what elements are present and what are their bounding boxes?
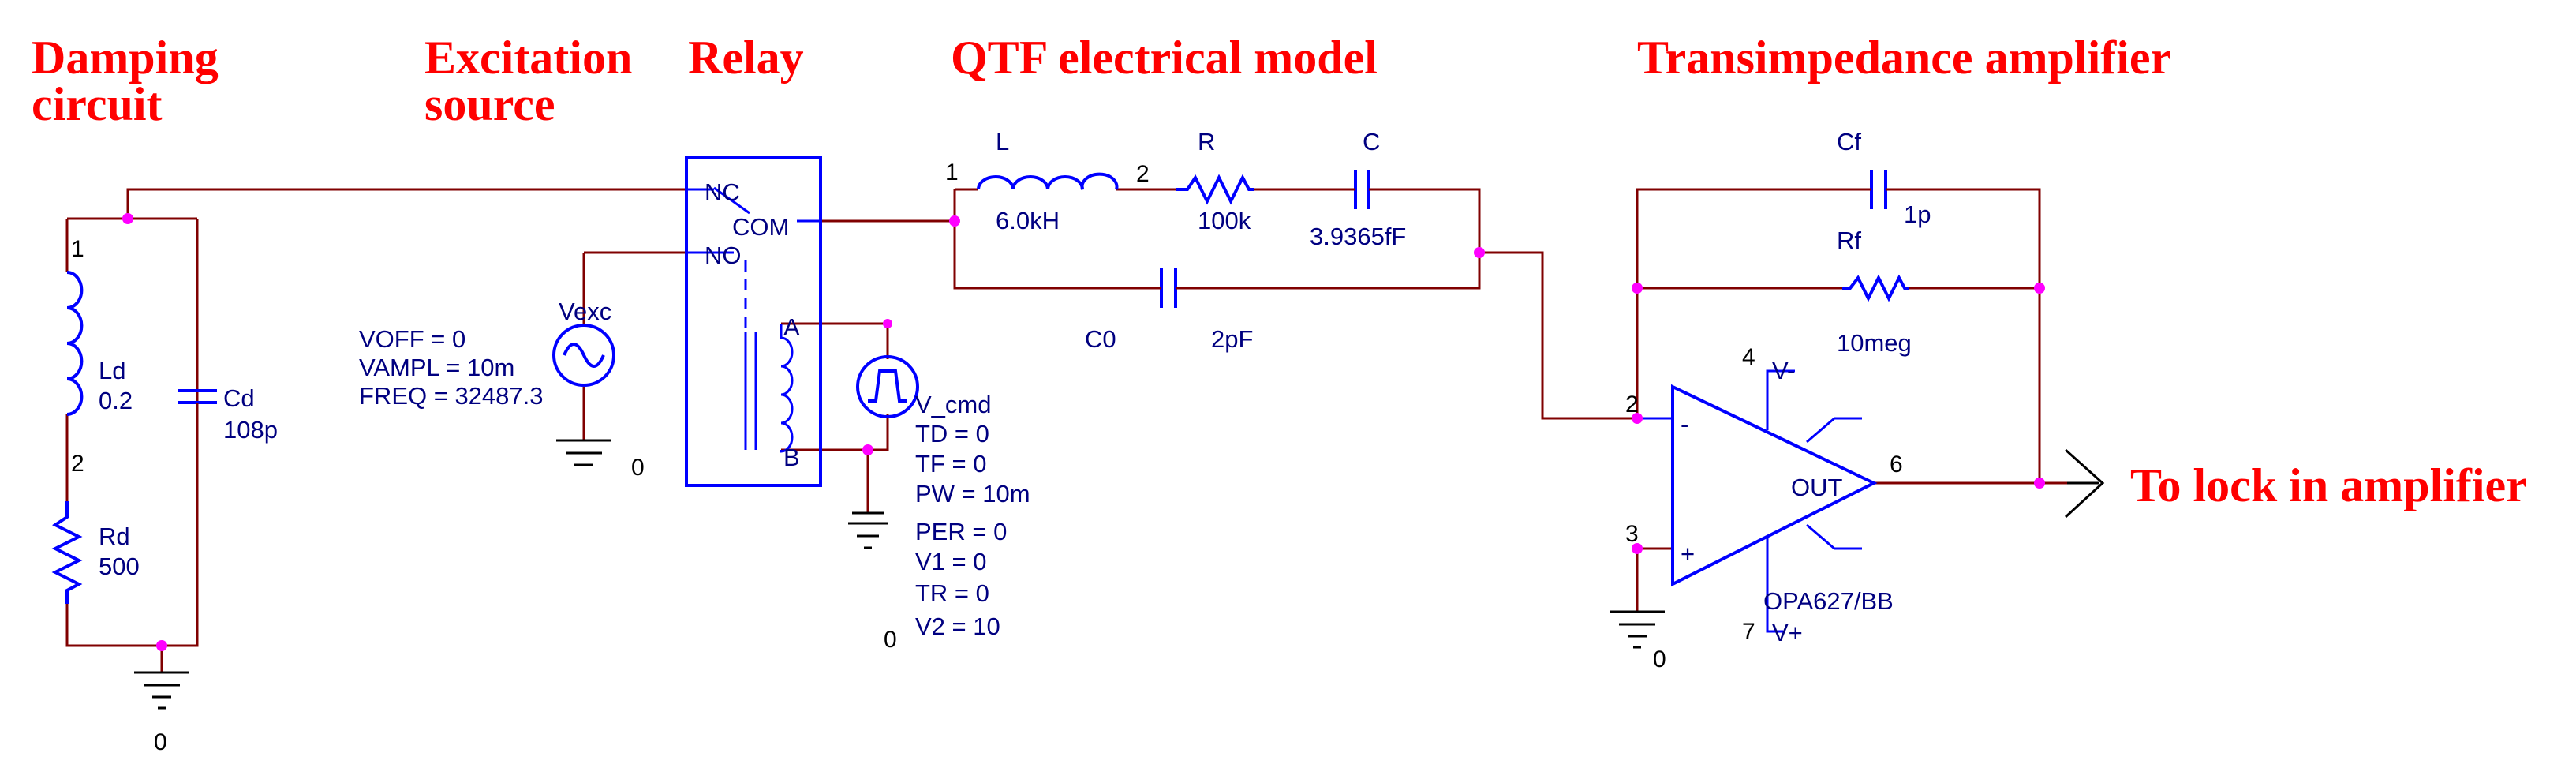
capacitor-cf-value: 1p [1904,200,1931,228]
pulse-vcmd-name: V_cmd [915,391,991,418]
qtf-pin2-label: 2 [1136,161,1150,187]
ground-pulse-label: 0 [884,627,897,653]
pulse-param-tf: TF = 0 [915,450,986,478]
opamp-pin6-label: 6 [1890,451,1903,478]
capacitor-c [1345,170,1381,209]
opamp-vplus-label: V+ [1772,619,1803,646]
ground-amp-label: 0 [1653,646,1666,672]
inductor-l-name: L [996,128,1009,155]
pulse-source-vcmd-icon [856,355,919,418]
title-to-lock-in-amplifier: To lock in amplifier [2130,459,2527,511]
capacitor-cd [178,385,217,646]
capacitor-c0-value: 2pF [1211,325,1253,353]
opamp-pin4-label: 4 [1742,344,1755,370]
relay-block [685,156,822,487]
opamp-minus-label: - [1681,410,1688,438]
damping-pin2-label: 2 [71,451,84,477]
title-excitation-line1: Excitation [424,32,632,84]
output-arrow-icon [2064,448,2105,519]
source-param-vampl: VAMPL = 10m [359,354,514,381]
resistor-r-value: 100k [1198,207,1251,234]
capacitor-c0-name: C0 [1085,325,1116,353]
capacitor-c-value: 3.9365fF [1310,223,1406,250]
relay-a-label: A [783,313,800,341]
opamp-plus-label: + [1681,540,1695,568]
title-qtf-model: QTF electrical model [951,32,1378,84]
ground-source-icon [556,439,611,466]
resistor-rf [1842,274,1909,302]
wires [65,188,2067,672]
resistor-rd-name: Rd [99,523,130,550]
title-damping-line2: circuit [32,78,163,130]
resistor-rf-value: 10meg [1837,329,1912,357]
ground-damping-label: 0 [154,729,167,755]
source-param-voff: VOFF = 0 [359,325,465,353]
opamp-vminus-label: V- [1772,357,1795,384]
pulse-param-tr: TR = 0 [915,579,989,607]
capacitor-c0 [1156,268,1183,308]
opamp-pin2-label: 2 [1625,391,1639,418]
resistor-rd [51,501,83,604]
inductor-ld [66,271,84,416]
inductor-l-value: 6.0kH [996,207,1060,234]
opamp-pin7-label: 7 [1742,619,1755,645]
pulse-param-td: TD = 0 [915,420,989,448]
qtf-pin1-label: 1 [945,159,959,185]
opamp-pin3-label: 3 [1625,521,1639,547]
title-damping-line1: Damping [32,32,219,84]
resistor-r [1176,174,1254,205]
title-transimpedance-amplifier: Transimpedance amplifier [1637,32,2171,84]
pulse-param-pw: PW = 10m [915,480,1030,508]
opamp-out-label: OUT [1791,474,1843,501]
pulse-param-per: PER = 0 [915,518,1007,545]
inductor-ld-value: 0.2 [99,387,133,414]
ground-damping-icon [134,671,189,710]
source-param-freq: FREQ = 32487.3 [359,382,544,410]
capacitor-cf-name: Cf [1837,128,1861,155]
inductor-ld-name: Ld [99,357,125,384]
capacitor-c-name: C [1363,128,1380,155]
title-excitation-line2: source [424,78,555,130]
resistor-r-name: R [1198,128,1215,155]
ground-pulse-icon [848,511,888,549]
resistor-rd-value: 500 [99,553,140,580]
ground-source-label: 0 [631,455,645,481]
capacitor-cd-value: 108p [223,416,278,444]
inductor-l [977,172,1119,190]
opamp-part-name: OPA627/BB [1763,587,1894,615]
junction-nodes [122,213,2045,651]
relay-nc-label: NC [705,178,740,206]
damping-pin1-label: 1 [71,236,84,262]
source-vexc-name: Vexc [559,298,611,325]
title-relay: Relay [688,32,804,84]
resistor-rf-name: Rf [1837,227,1861,254]
sine-source-vexc-icon [552,324,615,387]
pulse-param-v1: V1 = 0 [915,548,987,575]
capacitor-cd-name: Cd [223,384,255,412]
ground-amp-icon [1610,610,1665,649]
capacitor-cf [1862,170,1894,209]
relay-com-label: COM [732,213,789,241]
opamp-opa627 [1637,369,1878,633]
relay-b-label: B [783,444,800,471]
relay-no-label: NO [705,242,742,269]
pulse-param-v2: V2 = 10 [915,613,1000,640]
